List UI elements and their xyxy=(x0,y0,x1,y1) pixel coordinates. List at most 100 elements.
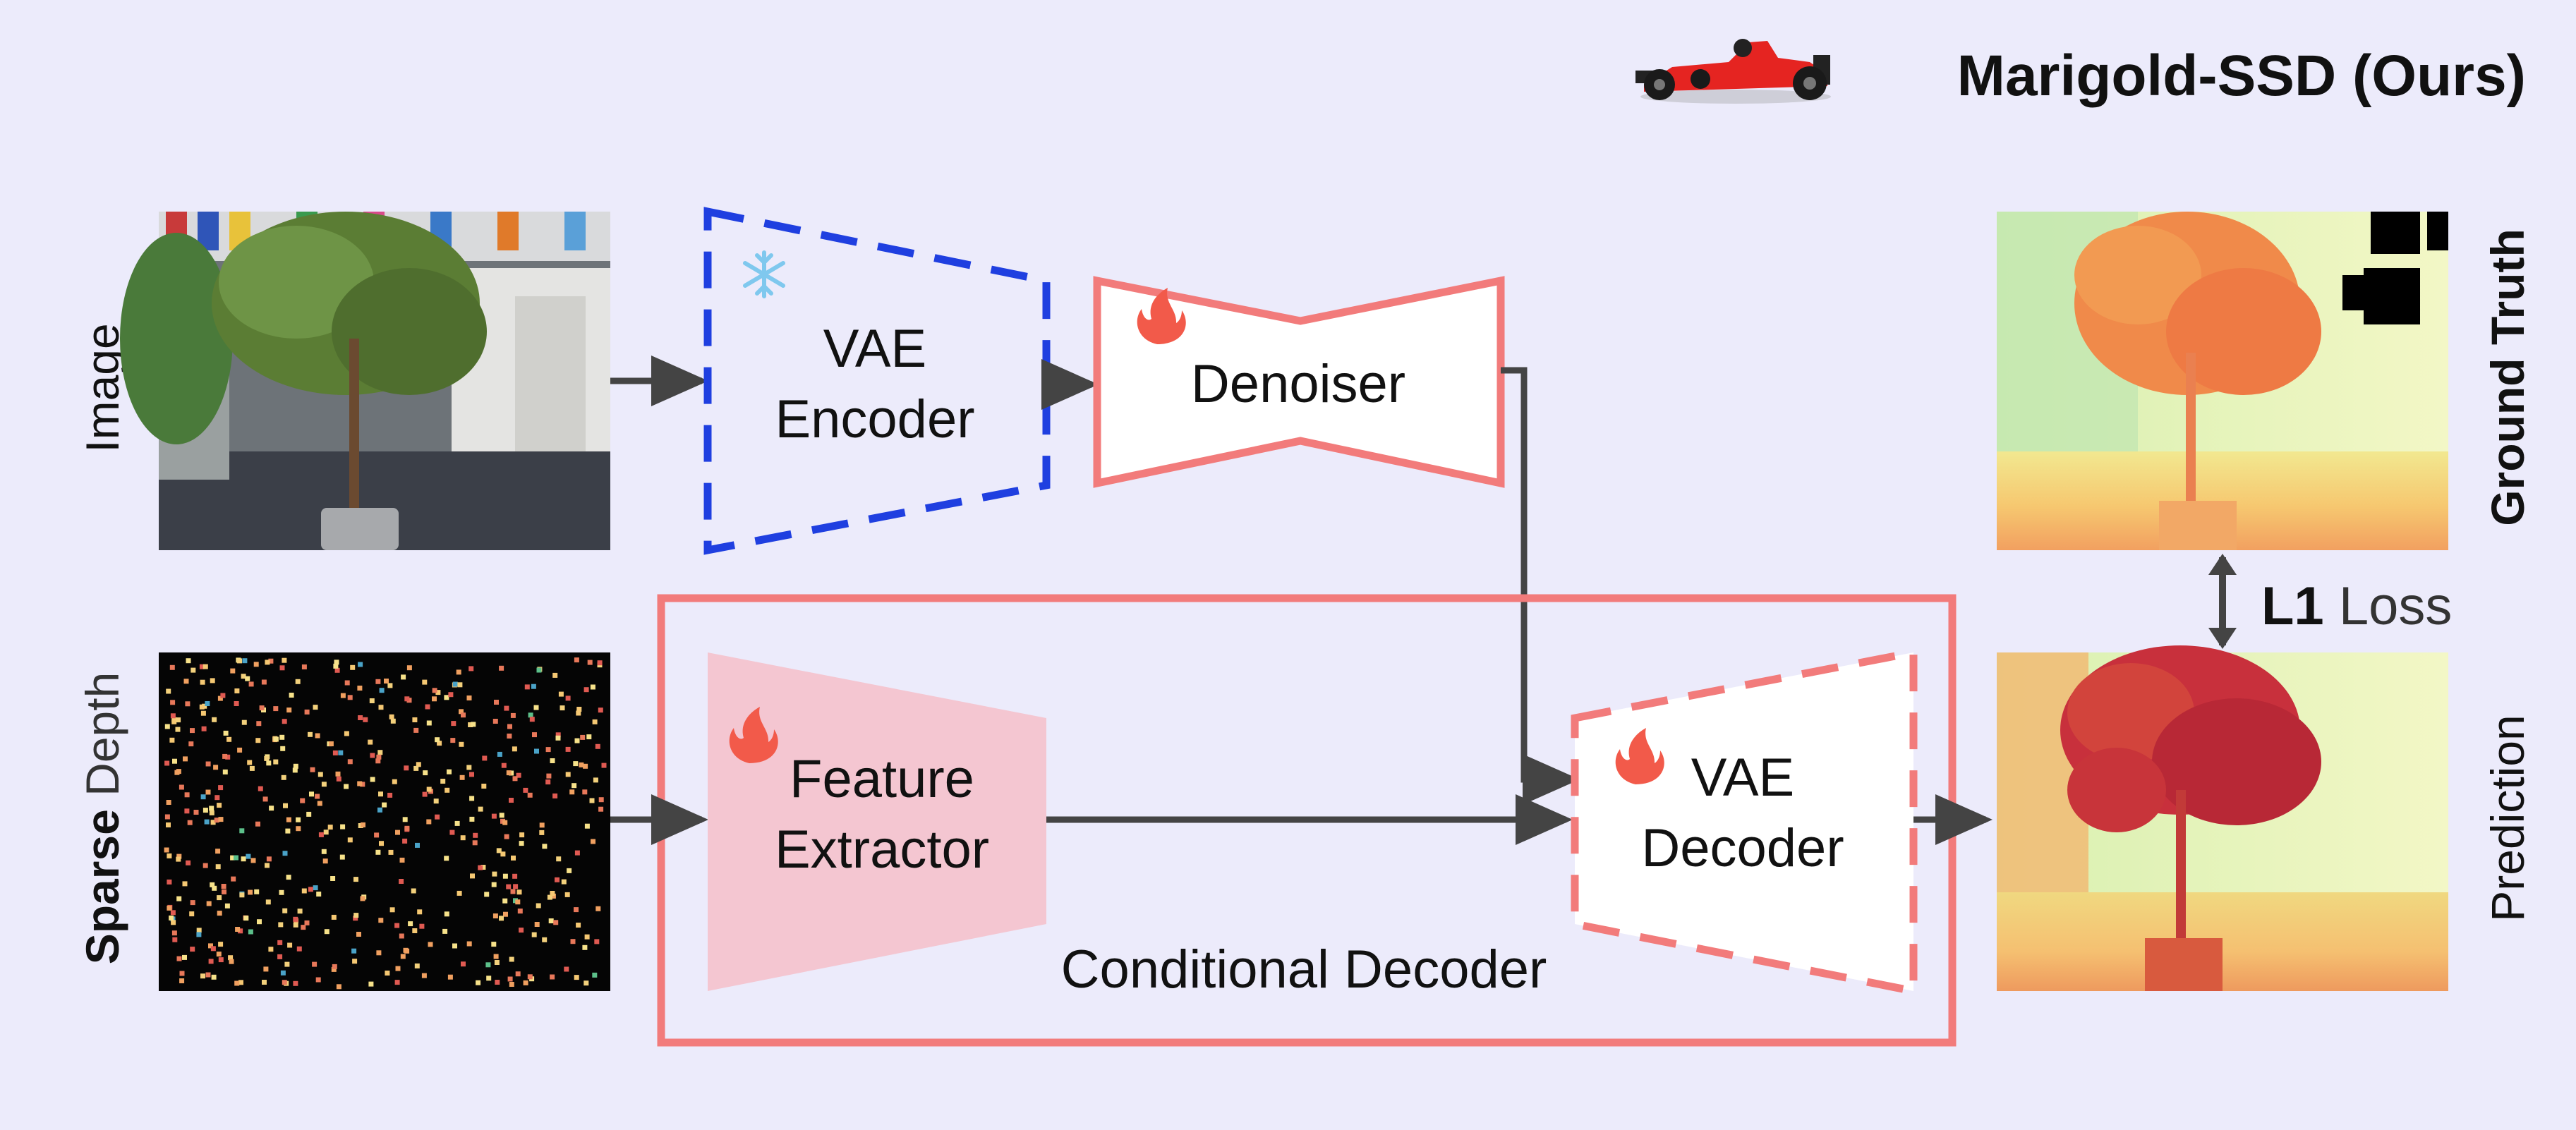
sparse-depth-point xyxy=(412,928,418,933)
sparse-depth-point xyxy=(582,944,588,950)
sparse-depth-point xyxy=(167,905,172,911)
sparse-depth-point xyxy=(166,688,171,694)
vae-encoder-line1: VAE xyxy=(823,319,926,379)
loss-label-rest: Loss xyxy=(2324,576,2453,636)
sparse-depth-point xyxy=(509,798,514,803)
sparse-depth-point xyxy=(183,756,188,762)
sparse-depth-point xyxy=(284,961,290,967)
sparse-depth-point xyxy=(452,681,458,687)
sparse-depth-point xyxy=(313,885,318,891)
sparse-depth-point xyxy=(510,889,516,894)
sparse-depth-point xyxy=(221,884,226,889)
sparse-depth-point xyxy=(224,903,230,909)
sparse-depth-point xyxy=(491,813,497,819)
sparse-depth-point xyxy=(591,839,595,844)
sparse-depth-point xyxy=(565,746,571,752)
sparse-depth-point xyxy=(582,789,588,795)
sparse-depth-point xyxy=(166,800,171,805)
sparse-depth-point xyxy=(492,913,498,918)
sparse-depth-point xyxy=(184,792,190,798)
sparse-depth-point xyxy=(426,720,432,726)
flame-icon xyxy=(1615,728,1664,784)
sparse-depth-point xyxy=(492,871,497,877)
sparse-depth-point xyxy=(473,832,478,838)
sparse-depth-point xyxy=(205,701,210,706)
sparse-depth-point xyxy=(539,822,545,828)
sparse-depth-point xyxy=(484,892,490,897)
sparse-depth-point xyxy=(378,705,384,710)
sparse-depth-point xyxy=(502,873,508,879)
sparse-depth-point xyxy=(459,741,464,747)
sparse-depth-point xyxy=(499,665,504,671)
sparse-depth-point xyxy=(205,789,211,795)
sparse-depth-point xyxy=(452,943,457,949)
sparse-depth-point xyxy=(378,791,383,797)
sparse-depth-point xyxy=(497,751,502,757)
sparse-depth-point xyxy=(333,663,339,669)
sparse-depth-point xyxy=(164,847,169,853)
sparse-depth-point xyxy=(304,709,310,715)
sparse-depth-point xyxy=(218,942,224,947)
sparse-depth-point xyxy=(353,913,359,918)
sparse-depth-point xyxy=(560,705,565,711)
sparse-depth-point xyxy=(480,865,486,870)
sparse-depth-point xyxy=(466,695,472,700)
sparse-depth-point xyxy=(226,736,232,742)
sparse-depth-point xyxy=(182,954,187,960)
sparse-depth-point xyxy=(293,763,298,769)
sparse-depth-point xyxy=(287,942,293,948)
sparse-depth-point xyxy=(286,875,291,880)
vae-encoder-block: VAE Encoder xyxy=(703,207,1051,555)
sparse-depth-point xyxy=(512,776,518,782)
sparse-depth-point xyxy=(546,773,552,779)
sparse-depth-point xyxy=(265,660,270,665)
sparse-depth-point xyxy=(199,664,205,669)
sparse-depth-point xyxy=(200,679,205,685)
sparse-depth-point xyxy=(573,761,579,767)
sparse-depth-point xyxy=(576,923,581,928)
sparse-label-bold: Sparse xyxy=(76,809,128,964)
sparse-depth-point xyxy=(350,664,356,670)
sparse-depth-point xyxy=(519,928,524,933)
sparse-depth-point xyxy=(323,830,329,835)
sparse-depth-point xyxy=(278,922,284,928)
sparse-depth-point xyxy=(511,855,516,861)
sparse-depth-point xyxy=(344,680,350,686)
sparse-depth-point xyxy=(519,832,525,838)
sparse-depth-point xyxy=(200,794,206,800)
sparse-depth-point xyxy=(169,664,175,670)
sparse-depth-point xyxy=(481,784,487,789)
conditional-decoder-label: Conditional Decoder xyxy=(1061,940,1547,1000)
sparse-depth-point xyxy=(279,665,285,671)
sparse-depth-point xyxy=(268,947,274,952)
sparse-depth-point xyxy=(466,941,472,947)
sparse-depth-point xyxy=(237,747,243,753)
sparse-depth-point xyxy=(375,758,381,764)
sparse-depth-point xyxy=(243,916,249,921)
sparse-depth-point xyxy=(205,761,211,767)
sparse-depth-point xyxy=(351,948,357,954)
sparse-depth-point xyxy=(375,849,381,855)
sparse-depth-point xyxy=(583,763,588,769)
sparse-depth-point xyxy=(176,717,181,723)
sparse-depth-point xyxy=(389,907,395,913)
sparse-depth-point xyxy=(248,889,253,895)
sparse-depth-point xyxy=(262,796,268,802)
sparse-depth-point xyxy=(330,876,336,881)
sparse-depth-point xyxy=(164,760,170,766)
sparse-depth-point xyxy=(172,758,177,764)
sparse-depth-point xyxy=(327,825,333,830)
sparse-depth-point xyxy=(306,811,312,817)
sparse-depth-point xyxy=(234,701,239,706)
sparse-depth-point xyxy=(234,855,238,861)
sparse-depth-point xyxy=(204,819,210,825)
sparse-depth-point xyxy=(309,791,314,797)
sparse-depth-point xyxy=(553,920,559,925)
sparse-depth-point xyxy=(315,794,320,799)
sparse-depth-point xyxy=(370,777,375,782)
sparse-depth-point xyxy=(534,748,539,754)
sparse-depth-point xyxy=(315,977,321,983)
sparse-depth-point xyxy=(310,767,315,772)
sparse-depth-point xyxy=(422,679,428,685)
sparse-depth-point xyxy=(347,759,353,765)
